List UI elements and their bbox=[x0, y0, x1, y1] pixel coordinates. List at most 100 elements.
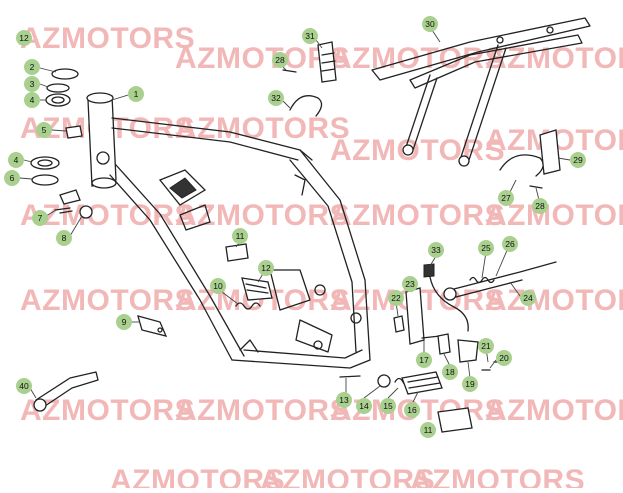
callout[interactable]: 16 bbox=[404, 402, 420, 418]
callout-badge bbox=[498, 190, 514, 206]
callout-badge bbox=[232, 228, 248, 244]
stand-spring-drawing bbox=[469, 276, 495, 284]
callout[interactable]: 24 bbox=[520, 290, 536, 306]
leader-line bbox=[363, 385, 381, 399]
callout-label: 29 bbox=[573, 155, 583, 165]
callout[interactable]: 2 bbox=[24, 59, 40, 75]
nut-drawing bbox=[437, 333, 451, 355]
callout-label: 30 bbox=[425, 19, 435, 29]
watermark: AZMOTORS bbox=[175, 199, 350, 232]
callout[interactable]: 29 bbox=[570, 152, 586, 168]
callout-label: 12 bbox=[19, 33, 29, 43]
callout-badge bbox=[478, 338, 494, 354]
passenger-footrest-ribs bbox=[321, 52, 336, 72]
callout[interactable]: 7 bbox=[32, 210, 48, 226]
callout[interactable]: 25 bbox=[478, 240, 494, 256]
callout[interactable]: 11 bbox=[232, 228, 248, 244]
footrest-rubber-drawing bbox=[225, 243, 249, 262]
callout-badge bbox=[520, 290, 536, 306]
seal-drawing bbox=[31, 174, 59, 186]
gusset-hole bbox=[169, 177, 197, 199]
callout[interactable]: 28 bbox=[532, 198, 548, 214]
callout-label: 2 bbox=[30, 62, 35, 72]
callout[interactable]: 15 bbox=[380, 398, 396, 414]
callout[interactable]: 5 bbox=[36, 122, 52, 138]
callout[interactable]: 12 bbox=[258, 260, 274, 276]
leader-line bbox=[495, 247, 509, 277]
callout-label: 26 bbox=[505, 239, 515, 249]
callout[interactable]: 4 bbox=[24, 92, 40, 108]
watermark: AZMOTORS bbox=[330, 134, 505, 167]
callout[interactable]: 14 bbox=[356, 398, 372, 414]
head-tube-bottom bbox=[91, 177, 117, 189]
callout[interactable]: 31 bbox=[302, 28, 318, 44]
leader-line bbox=[39, 83, 49, 88]
callout[interactable]: 6 bbox=[4, 170, 20, 186]
callout[interactable]: 33 bbox=[428, 242, 444, 258]
frame-tab bbox=[294, 174, 306, 196]
callout[interactable]: 11 bbox=[420, 422, 436, 438]
callout[interactable]: 10 bbox=[210, 278, 226, 294]
callout-label: 16 bbox=[407, 405, 417, 415]
steering-head-tube bbox=[87, 95, 117, 187]
clip-drawing bbox=[65, 125, 83, 139]
callout[interactable]: 30 bbox=[422, 16, 438, 32]
callout[interactable]: 32 bbox=[268, 90, 284, 106]
watermark: AZMOTORS bbox=[260, 464, 435, 488]
callout-badge bbox=[416, 352, 432, 368]
callout[interactable]: 27 bbox=[498, 190, 514, 206]
callout[interactable]: 4 bbox=[8, 152, 24, 168]
right-bracket-drawing bbox=[499, 154, 544, 177]
callout-badge bbox=[268, 90, 284, 106]
callout-badge bbox=[422, 16, 438, 32]
footrest-rubber-lower-drawing bbox=[437, 407, 473, 433]
callout[interactable]: 12 bbox=[16, 30, 32, 46]
callout-label: 8 bbox=[62, 233, 67, 243]
callout[interactable]: 9 bbox=[116, 314, 132, 330]
frame-cradle-bottom-inner bbox=[243, 349, 363, 359]
frame-mount-hole bbox=[314, 284, 326, 296]
leader-line bbox=[509, 281, 521, 297]
callout[interactable]: 13 bbox=[336, 392, 352, 408]
callout[interactable]: 22 bbox=[388, 290, 404, 306]
leader-line bbox=[45, 209, 57, 217]
key-cylinder-drawing bbox=[79, 205, 93, 219]
leader-line bbox=[431, 29, 441, 43]
callout-label: 19 bbox=[465, 379, 475, 389]
callout[interactable]: 1 bbox=[128, 86, 144, 102]
callout-badge bbox=[56, 230, 72, 246]
callout[interactable]: 40 bbox=[16, 378, 32, 394]
watermark: AZMOTORS bbox=[330, 199, 505, 232]
callout[interactable]: 18 bbox=[442, 364, 458, 380]
callout-badge bbox=[336, 392, 352, 408]
callout[interactable]: 17 bbox=[416, 352, 432, 368]
callout-badge bbox=[570, 152, 586, 168]
leader-line bbox=[481, 251, 487, 279]
callout-label: 22 bbox=[391, 293, 401, 303]
frame-engine-mount bbox=[269, 269, 311, 311]
callout[interactable]: 19 bbox=[462, 376, 478, 392]
callout[interactable]: 3 bbox=[24, 76, 40, 92]
passenger-bracket-drawing bbox=[289, 95, 323, 117]
callout[interactable]: 20 bbox=[496, 350, 512, 366]
spring-drawing bbox=[235, 302, 261, 310]
callout[interactable]: 23 bbox=[402, 276, 418, 292]
callout[interactable]: 8 bbox=[56, 230, 72, 246]
rear-subframe-drawing bbox=[371, 17, 591, 167]
callout-label: 5 bbox=[42, 125, 47, 135]
callout-badge bbox=[24, 59, 40, 75]
mount-plate-drawing bbox=[137, 315, 168, 337]
frame-bracket bbox=[179, 204, 211, 231]
head-tube-top bbox=[86, 92, 114, 104]
callout[interactable]: 28 bbox=[272, 52, 288, 68]
callout-label: 9 bbox=[122, 317, 127, 327]
callout-badge bbox=[258, 260, 274, 276]
lever-drawing bbox=[35, 371, 99, 409]
callout-label: 20 bbox=[499, 353, 509, 363]
callout[interactable]: 26 bbox=[502, 236, 518, 252]
leader-line bbox=[387, 387, 399, 399]
pin-drawing bbox=[282, 69, 297, 73]
callout[interactable]: 21 bbox=[478, 338, 494, 354]
